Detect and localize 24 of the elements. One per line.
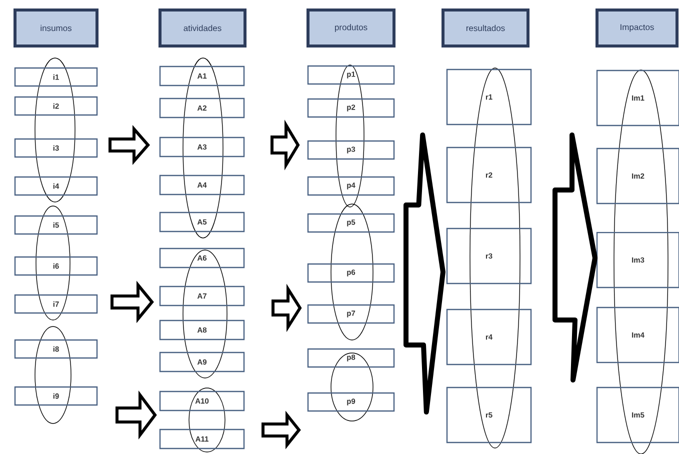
grouping-ellipse [182,250,228,378]
grouping-ellipse [34,58,76,202]
grouping-ellipse [614,70,668,454]
chevron-arrow [552,132,598,382]
block-arrow [272,284,302,332]
block-arrow [116,390,157,440]
grouping-ellipse [330,204,374,340]
chevron-arrow [404,132,446,414]
block-arrow [270,120,300,170]
grouping-ellipse [470,68,520,448]
grouping-ellipse [336,64,364,208]
grouping-ellipse [188,388,226,452]
grouping-ellipse [182,58,224,238]
header-box: produtos [306,8,396,48]
header-box: Impactos [596,8,678,48]
header-box: insumos [14,8,98,48]
block-arrow [110,280,154,324]
block-arrow [262,410,301,450]
grouping-ellipse [330,352,374,422]
grouping-ellipse [36,206,70,320]
header-box: atividades [158,8,246,48]
block-arrow [108,125,150,165]
header-box: resultados [442,8,530,48]
grouping-ellipse [34,326,72,424]
